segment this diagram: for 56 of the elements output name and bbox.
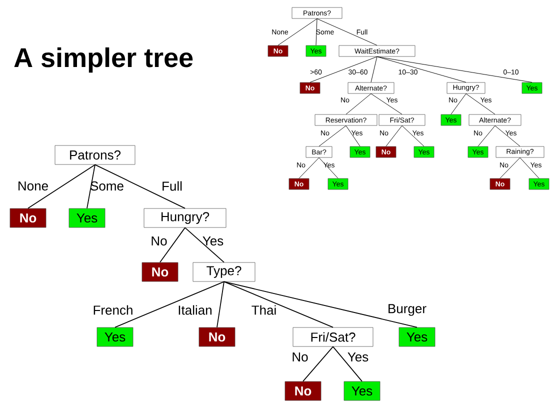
yes-leaf-box: Yes xyxy=(398,327,436,347)
edge-label: Some xyxy=(90,181,124,191)
branch-line xyxy=(370,56,378,83)
branch-line xyxy=(376,56,466,83)
branch-line xyxy=(376,56,532,83)
edge-label: Yes xyxy=(348,352,368,362)
branch-line xyxy=(224,281,334,328)
branch-line xyxy=(494,125,520,147)
edge-label: Full xyxy=(162,181,182,191)
edge-label: Yes xyxy=(202,236,224,246)
branch-line xyxy=(500,157,520,179)
branch-line xyxy=(302,346,334,382)
branch-line xyxy=(466,93,496,115)
branch-line xyxy=(278,18,318,46)
title: A simpler tree xyxy=(14,47,193,73)
no-leaf-box: No xyxy=(284,381,322,401)
branch-line xyxy=(94,164,186,209)
branch-line xyxy=(520,157,540,179)
branch-line xyxy=(386,125,402,147)
branch-line xyxy=(114,281,224,328)
question-box: Patrons? xyxy=(54,145,136,165)
branch-line xyxy=(316,18,378,46)
yes-leaf-box: Yes xyxy=(68,208,106,228)
no-leaf-box: No xyxy=(10,208,46,228)
branch-line xyxy=(216,281,224,328)
edge-label: French xyxy=(94,305,132,315)
branch-line xyxy=(318,125,346,147)
branch-line xyxy=(402,125,424,147)
yes-leaf-box: Yes xyxy=(96,327,134,347)
branch-line xyxy=(332,346,362,382)
branch-line xyxy=(160,227,186,263)
edge-label: No xyxy=(292,352,308,362)
branch-line xyxy=(346,125,360,147)
question-box: Hungry? xyxy=(144,208,226,228)
edge-label: None xyxy=(18,181,48,191)
question-box: Fri/Sat? xyxy=(292,327,374,347)
edge-label: No xyxy=(152,236,167,246)
branch-line xyxy=(318,157,338,179)
branch-line xyxy=(316,18,318,46)
yes-leaf-box: Yes xyxy=(344,381,380,401)
edge-label: Thai xyxy=(252,305,276,315)
no-leaf-box: No xyxy=(142,262,178,282)
branch-line xyxy=(28,164,96,209)
branch-line xyxy=(86,164,96,209)
edge-label: Burger xyxy=(388,304,426,316)
branch-line xyxy=(298,157,320,179)
branch-line xyxy=(224,281,418,328)
edge-label: Italian xyxy=(178,305,212,315)
no-leaf-box: No xyxy=(198,327,236,347)
branch-line xyxy=(346,93,372,115)
question-box: Type? xyxy=(192,262,256,282)
branch-line xyxy=(184,227,224,263)
branch-line xyxy=(450,93,466,115)
branch-line xyxy=(370,93,402,115)
branch-line xyxy=(478,125,496,147)
branch-line xyxy=(310,56,378,83)
